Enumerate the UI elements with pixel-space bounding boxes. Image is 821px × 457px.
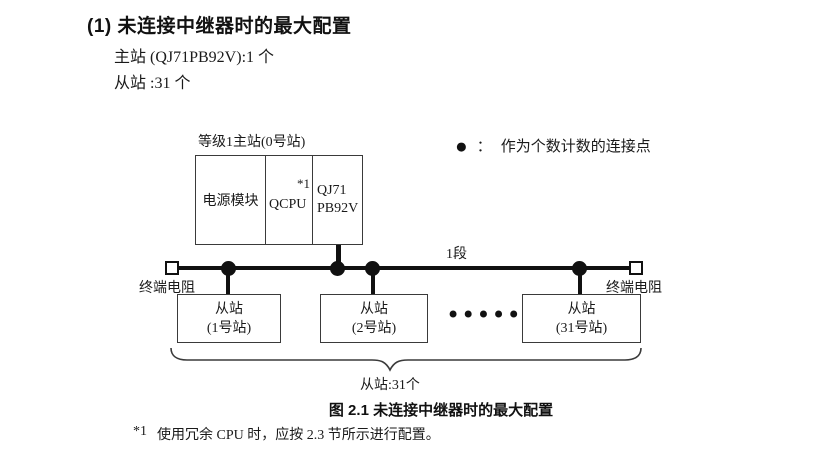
slave-name: 从站 <box>360 301 388 317</box>
slave1-drop-line <box>226 268 230 295</box>
footnote-text: 使用冗余 CPU 时，应按 2.3 节所示进行配置。 <box>157 428 440 443</box>
pb92v-cell: QJ71 PB92V <box>313 156 362 244</box>
master-count-text: 主站 (QJ71PB92V):1 个 <box>114 49 275 66</box>
section-heading: (1) 未连接中继器时的最大配置 <box>87 16 352 37</box>
legend-label: 作为个数计数的连接点 <box>500 139 651 155</box>
footnote: *1 使用冗余 CPU 时，应按 2.3 节所示进行配置。 <box>133 424 440 444</box>
slave-station-no: (31号站) <box>555 320 608 336</box>
footnote-marker: *1 <box>133 424 147 439</box>
qcpu-label: QCPU <box>269 197 307 212</box>
slave-station-no: (1号站) <box>206 320 252 336</box>
segment-label: 1段 <box>446 247 467 262</box>
ellipsis-dots: •••••• <box>446 301 537 329</box>
brace-label: 从站:31个 <box>360 378 420 393</box>
master-drop-line <box>336 245 341 268</box>
slave2-drop-line <box>371 268 375 295</box>
brace <box>170 346 642 372</box>
slave-name: 从站 <box>567 301 596 317</box>
legend: ● ： 作为个数计数的连接点 <box>455 135 651 156</box>
pb92v-line2: PB92V <box>317 201 359 216</box>
master-station-label: 等级1主站(0号站) <box>198 135 306 150</box>
connection-dot <box>330 261 345 276</box>
power-module-cell: 电源模块 <box>196 156 266 244</box>
slave-station-box-1: 从站 (1号站) <box>177 294 281 343</box>
master-station-box: 电源模块 *1 QCPU QJ71 PB92V <box>195 155 363 245</box>
terminator-right-icon <box>629 261 643 275</box>
terminator-right-label: 终端电阻 <box>606 281 662 296</box>
figure-caption: 图 2.1 未连接中继器时的最大配置 <box>328 402 554 419</box>
legend-colon: ： <box>476 139 492 155</box>
bus-line <box>172 266 636 270</box>
slave31-drop-line <box>578 268 582 295</box>
terminator-left-icon <box>165 261 179 275</box>
qcpu-cell: *1 QCPU <box>266 156 313 244</box>
slave-station-box-31: 从站 (31号站) <box>522 294 641 343</box>
slave-station-box-2: 从站 (2号站) <box>320 294 428 343</box>
slave-name: 从站 <box>215 301 243 317</box>
pb92v-line1: QJ71 <box>317 183 347 198</box>
slave-station-no: (2号站) <box>351 320 397 336</box>
slave-count-text: 从站 :31 个 <box>114 75 191 92</box>
terminator-left-label: 终端电阻 <box>139 281 195 296</box>
connection-point-icon: ● <box>455 133 468 158</box>
qcpu-footnote-marker: *1 <box>297 176 310 191</box>
